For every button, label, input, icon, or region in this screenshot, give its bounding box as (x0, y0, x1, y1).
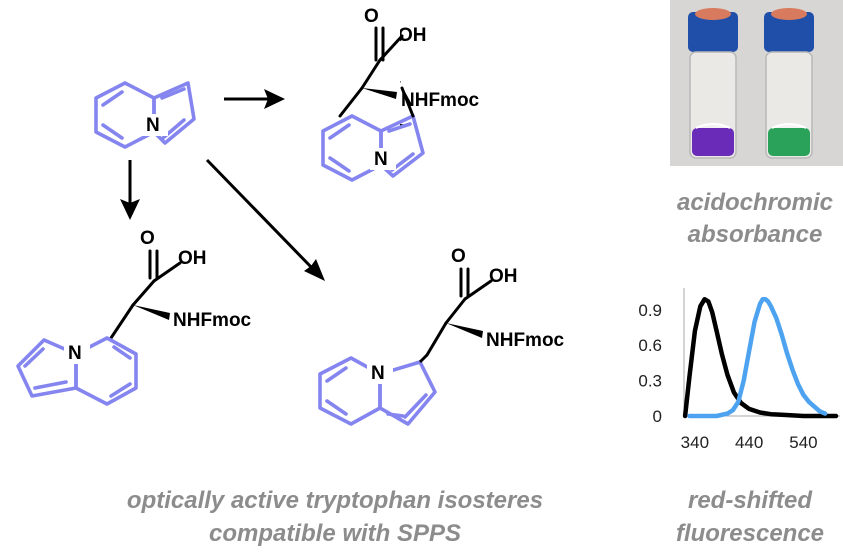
emission-curve (687, 296, 828, 419)
hydroxyl-bm: OH (489, 266, 518, 287)
absorbance-curve (682, 296, 839, 419)
vial-right (764, 8, 814, 159)
n-mask-bm (367, 362, 393, 384)
nhfmoc-bm: NHFmoc (486, 330, 565, 351)
n-mask (142, 114, 168, 136)
ring-nitrogen-top: N (374, 149, 388, 170)
ch2-bond-bm (418, 353, 429, 364)
ring-nitrogen-bl: N (68, 343, 82, 364)
product-top-chain (338, 26, 404, 118)
ring-nitrogen-bm: N (371, 363, 385, 384)
x-tick-label: 340 (681, 433, 709, 452)
hydroxyl-top: OH (398, 25, 427, 46)
y-tick-label: 0.9 (638, 301, 662, 320)
y-tick-label: 0 (653, 407, 662, 426)
caption-fluorescence-1: red-shifted (688, 487, 813, 514)
mask-top-n (398, 84, 508, 114)
ch2-bond-top (400, 86, 415, 118)
arrow-right (224, 89, 285, 109)
n-mask-top (370, 148, 396, 170)
x-tick-label: 540 (789, 433, 817, 452)
product-bottom-mid-scaffold (318, 356, 437, 426)
arrow-diagonal (205, 158, 325, 281)
product-bottom-left-scaffold (16, 336, 138, 406)
n-mask-bl (64, 342, 90, 364)
arrow-down (120, 160, 140, 220)
caption-main-2: compatible with SPPS (209, 520, 461, 547)
carbonyl-oxygen-bl: O (140, 228, 155, 249)
y-tick-label: 0.6 (638, 336, 662, 355)
nhfmoc-top-label: NHFmoc (401, 90, 480, 111)
x-tick-label: 440 (735, 433, 763, 452)
product-bottom-mid: O OH NHFmoc (425, 246, 565, 357)
wedge-bond-bm (446, 323, 483, 338)
caption-fluorescence-2: fluorescence (676, 520, 824, 547)
carbonyl-oxygen-top: O (364, 6, 379, 27)
y-tick-label: 0.3 (638, 372, 662, 391)
vial-left (688, 8, 738, 159)
spectrum-chart: 0.9 0.6 0.3 0 340 440 540 (638, 288, 840, 452)
caption-absorbance-1: acidochromic (677, 189, 833, 216)
wedge-bond-bl (133, 305, 170, 320)
wedge-bond-top-2 (362, 88, 397, 99)
vial-photo (670, 0, 843, 166)
carbonyl-oxygen-bm: O (451, 246, 466, 267)
hydroxyl-bl: OH (178, 248, 207, 269)
caption-main-1: optically active tryptophan isosteres (127, 487, 543, 514)
ring-nitrogen-parent: N (146, 115, 160, 136)
nhfmoc-bl: NHFmoc (173, 310, 252, 331)
caption-absorbance-2: absorbance (688, 221, 823, 248)
product-bottom-left: O OH NHFmoc (109, 228, 252, 340)
